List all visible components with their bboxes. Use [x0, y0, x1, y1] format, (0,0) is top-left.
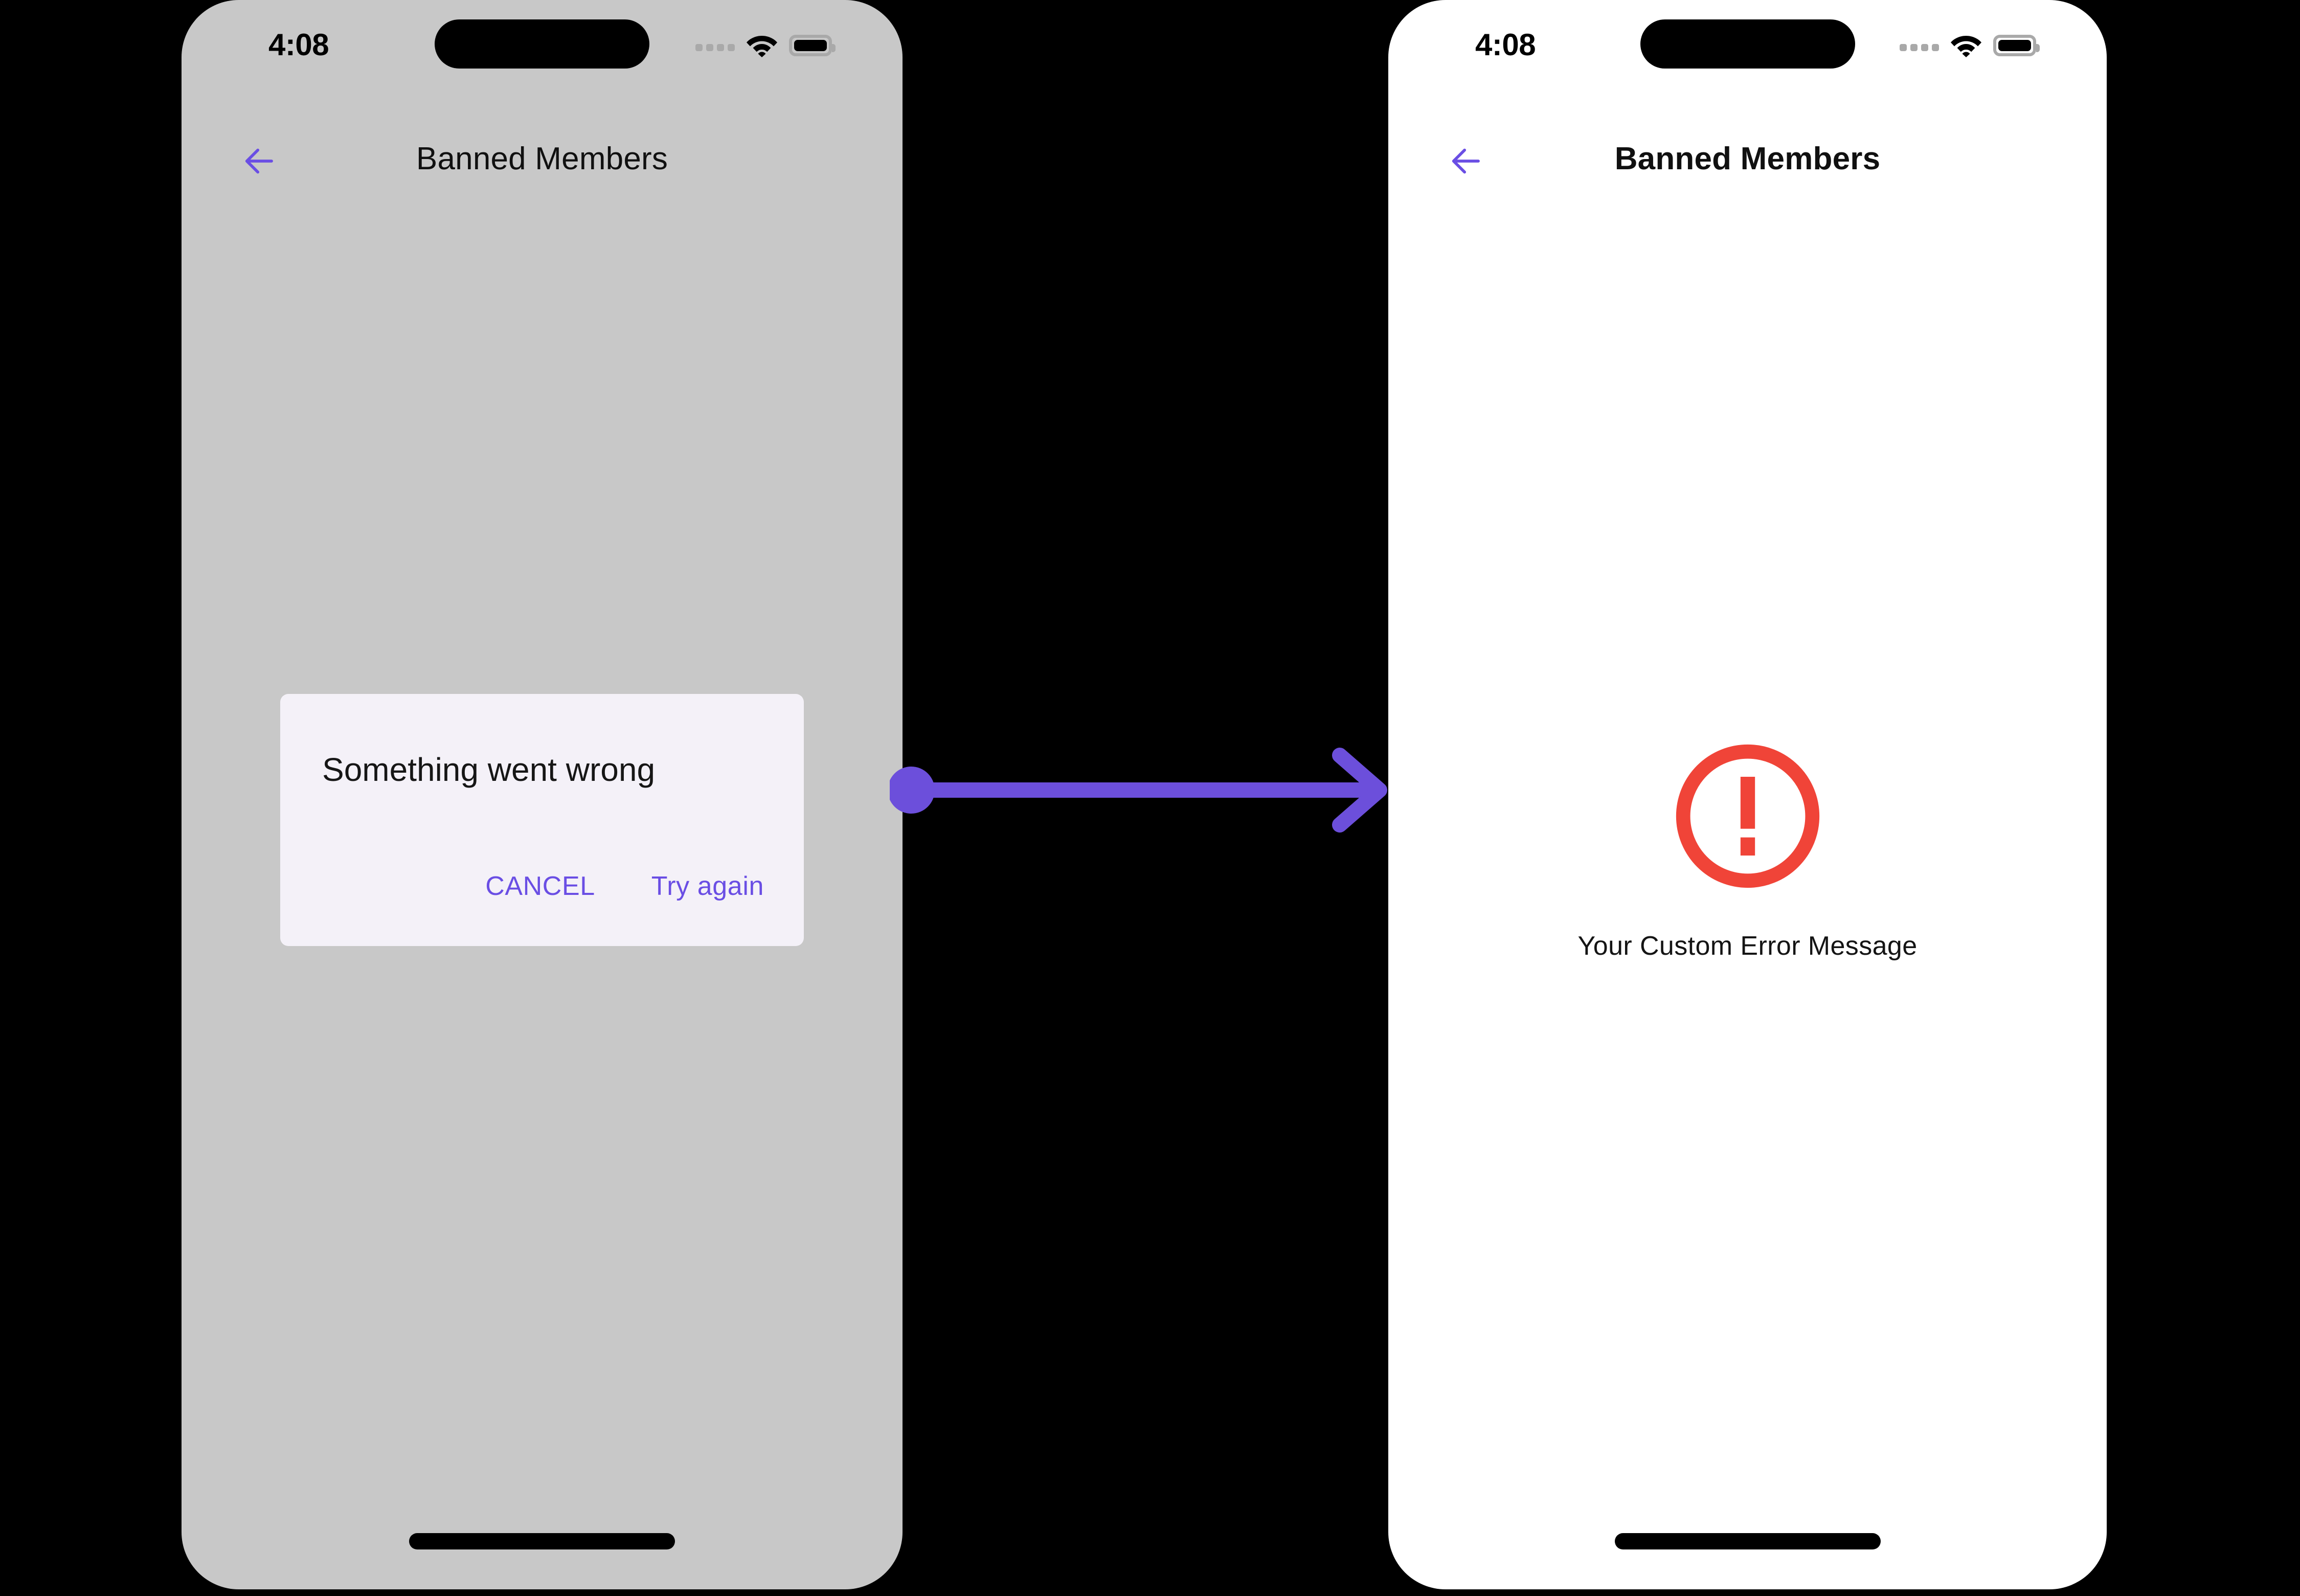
phone-mockup-dialog-state: 4:08 Banned Members Something wen [182, 0, 903, 1589]
dialog-actions: CANCEL Try again [485, 871, 764, 901]
status-bar-time: 4:08 [268, 28, 329, 62]
try-again-button[interactable]: Try again [651, 871, 764, 901]
phone-mockup-custom-error-state: 4:08 Banned Members [1388, 0, 2107, 1589]
status-bar-indicators [695, 30, 836, 61]
arrow-left-icon[interactable] [237, 139, 281, 183]
wifi-icon [747, 36, 777, 57]
flow-arrow-head [1332, 748, 1387, 833]
home-indicator[interactable] [409, 1533, 675, 1549]
battery-full-icon [1993, 35, 2040, 56]
home-indicator[interactable] [1614, 1533, 1881, 1549]
wifi-icon [1951, 36, 1981, 57]
status-bar-time: 4:08 [1475, 28, 1536, 62]
error-exclamation-circle-icon [1676, 744, 1819, 888]
page-title: Banned Members [416, 141, 668, 176]
arrow-left-icon[interactable] [1444, 139, 1487, 183]
status-bar-indicators [1900, 30, 2040, 61]
cellular-dots-icon [695, 40, 735, 51]
error-message: Your Custom Error Message [1577, 931, 1918, 961]
cancel-button[interactable]: CANCEL [485, 871, 595, 901]
dynamic-island [435, 19, 649, 69]
app-bar: Banned Members [182, 128, 903, 205]
status-bar: 4:08 [1388, 0, 2107, 77]
error-dialog: Something went wrong CANCEL Try again [280, 694, 804, 946]
flow-arrow [890, 748, 1387, 833]
error-state: Your Custom Error Message [1388, 737, 2107, 963]
page-title: Banned Members [1614, 141, 1881, 176]
battery-full-icon [789, 35, 836, 56]
dynamic-island [1640, 19, 1855, 69]
app-bar: Banned Members [1388, 128, 2107, 205]
cellular-dots-icon [1900, 40, 1939, 51]
dialog-title: Something went wrong [322, 751, 656, 788]
status-bar: 4:08 [182, 0, 903, 77]
